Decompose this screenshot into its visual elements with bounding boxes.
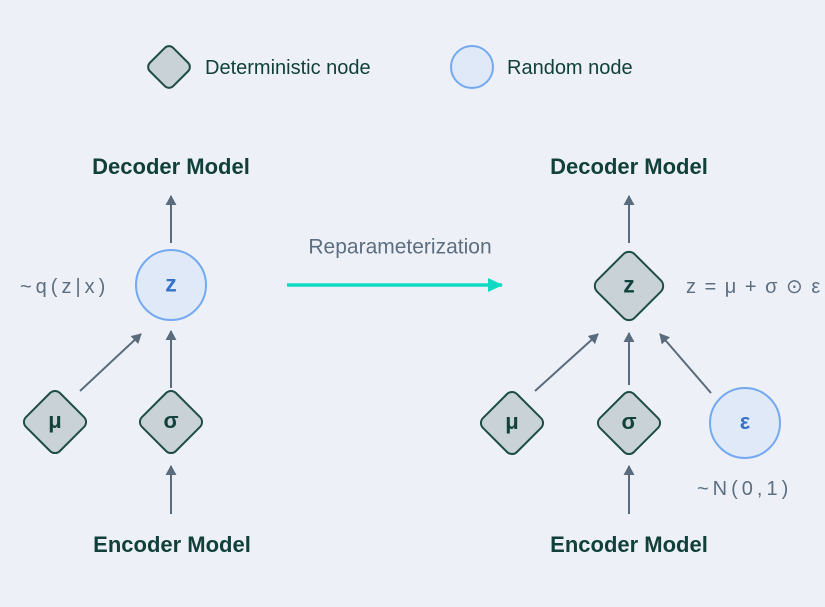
right-edge-epsilon-to-z-arrow xyxy=(659,333,712,394)
right-z-symbol: z xyxy=(623,271,635,298)
right-mu-node-diamond xyxy=(479,390,545,456)
right-mu-symbol: μ xyxy=(505,409,519,435)
left-edge-mu-to-z-arrow xyxy=(79,333,142,392)
legend-deterministic-diamond-icon xyxy=(147,45,191,89)
left-z-symbol: z xyxy=(165,270,177,297)
left-z-node-circle xyxy=(135,249,207,321)
right-decoder-title: Decoder Model xyxy=(550,154,708,179)
right-z-node-diamond xyxy=(593,250,665,322)
right-epsilon-symbol: ε xyxy=(739,409,751,435)
right-encoder-title: Encoder Model xyxy=(550,532,708,557)
right-equation-annotation: z = μ + σ ⊙ ε xyxy=(686,276,822,298)
left-mu-symbol: μ xyxy=(48,408,62,434)
right-noise-annotation: ~N(0,1) xyxy=(697,478,793,500)
right-epsilon-node-circle xyxy=(709,387,781,459)
right-sigma-symbol: σ xyxy=(621,409,637,435)
left-encoder-title: Encoder Model xyxy=(93,532,251,557)
transition-label: Reparameterization xyxy=(308,235,492,259)
left-decoder-title: Decoder Model xyxy=(92,154,250,179)
left-sigma-node-diamond xyxy=(138,389,204,455)
right-edge-mu-to-z-arrow xyxy=(534,333,599,392)
left-sigma-symbol: σ xyxy=(163,408,179,434)
legend-deterministic-label: Deterministic node xyxy=(205,57,371,79)
left-posterior-annotation: ~q(z|x) xyxy=(20,276,110,298)
legend-random-circle-icon xyxy=(450,45,494,89)
left-mu-node-diamond xyxy=(22,389,88,455)
legend-random-label: Random node xyxy=(507,57,633,79)
right-sigma-node-diamond xyxy=(596,390,662,456)
